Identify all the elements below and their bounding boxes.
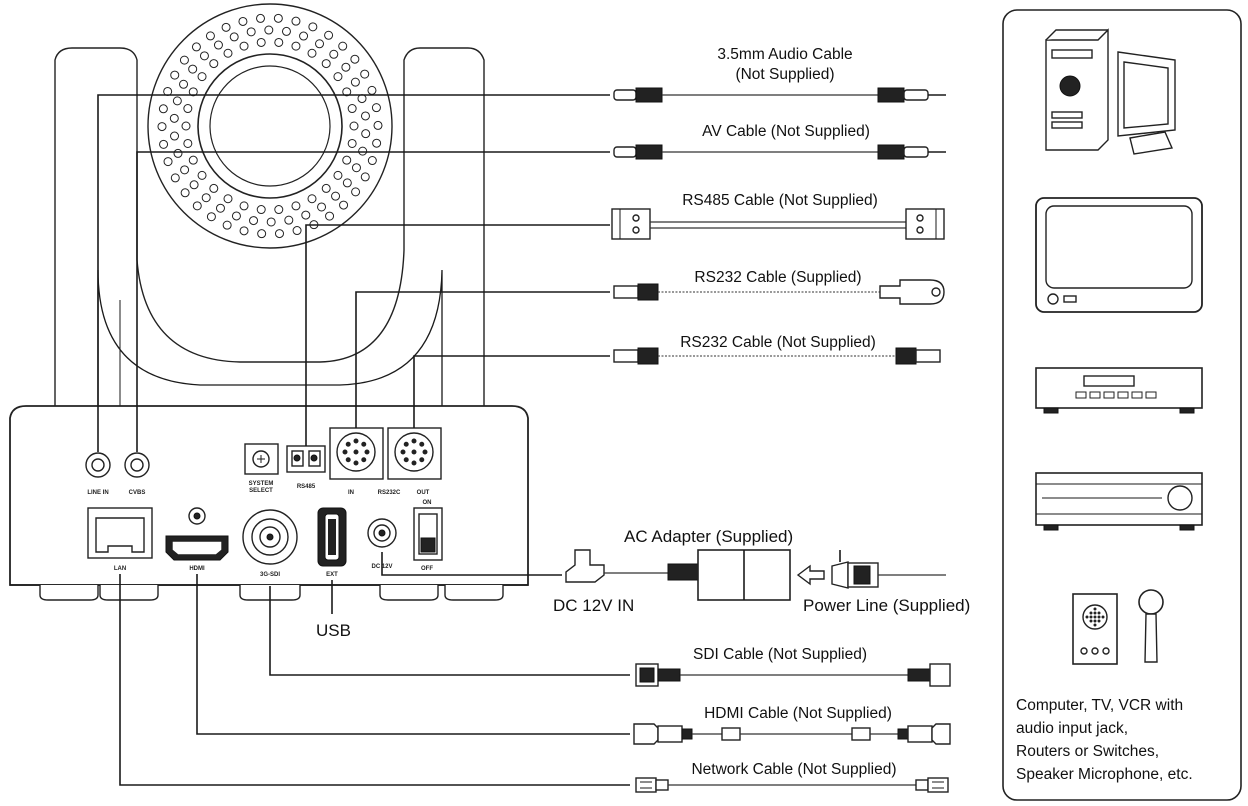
label-switch-off: OFF — [421, 566, 433, 572]
av-cable-label: AV Cable (Not Supplied) — [702, 123, 870, 140]
cable-network: Network Cable (Not Supplied) — [635, 761, 949, 793]
sdi-cable-label: SDI Cable (Not Supplied) — [693, 646, 867, 663]
vcr-icon — [1035, 367, 1203, 414]
label-switch-on: ON — [423, 500, 432, 506]
audio-cable-label-1: 3.5mm Audio Cable — [717, 46, 852, 63]
label-cvbs: CVBS — [129, 490, 146, 496]
cable-audio: 3.5mm Audio Cable (Not Supplied) — [613, 46, 946, 103]
cable-rs232-in: RS232 Cable (Supplied) — [613, 269, 945, 305]
rs485-cable-label: RS485 Cable (Not Supplied) — [682, 192, 878, 209]
usb-label: USB — [316, 621, 351, 640]
label-rs485: RS485 — [297, 484, 316, 490]
label-sdi: 3G-SDI — [260, 572, 280, 578]
label-hdmi: HDMI — [189, 566, 205, 572]
devices-caption-3: Routers or Switches, — [1016, 743, 1159, 760]
label-system-select-1: SYSTEM — [249, 481, 274, 487]
rs232-out-cable-label: RS232 Cable (Not Supplied) — [680, 334, 876, 351]
dc-12v-in-label: DC 12V IN — [553, 596, 634, 615]
computer-icon — [1045, 28, 1176, 155]
camera-head — [147, 3, 393, 249]
cable-sdi: SDI Cable (Not Supplied) — [635, 646, 951, 687]
devices-caption-1: Computer, TV, VCR with — [1016, 697, 1183, 714]
cable-rs485: RS485 Cable (Not Supplied) — [611, 192, 945, 240]
label-lan: LAN — [114, 566, 126, 572]
microphone-icon — [1138, 589, 1164, 663]
label-rs232c: RS232C — [378, 490, 401, 496]
cable-rs232-out: RS232 Cable (Not Supplied) — [613, 334, 941, 365]
cable-av: AV Cable (Not Supplied) — [613, 123, 946, 160]
devices-caption-2: audio input jack, — [1016, 720, 1128, 737]
devices-caption-4: Speaker Microphone, etc. — [1016, 766, 1193, 783]
hdmi-cable-label: HDMI Cable (Not Supplied) — [704, 705, 892, 722]
network-cable-label: Network Cable (Not Supplied) — [691, 761, 896, 778]
label-line-in: LINE IN — [87, 490, 108, 496]
ac-adapter-label: AC Adapter (Supplied) — [624, 527, 793, 546]
label-rs232-out: OUT — [417, 490, 430, 496]
power-line-label: Power Line (Supplied) — [803, 596, 970, 615]
router-icon — [1035, 472, 1203, 531]
speaker-icon — [1072, 593, 1118, 665]
power-section: AC Adapter (Supplied) DC 12V IN Power Li… — [553, 527, 970, 615]
panel-connectors: LINE IN CVBS SYSTEM SELECT RS485 IN RS23… — [85, 427, 443, 578]
tv-icon — [1035, 197, 1203, 313]
camera-base-panel — [9, 405, 529, 601]
speaker-grille — [157, 13, 383, 239]
label-rs232-in: IN — [348, 490, 354, 496]
audio-cable-label-2: (Not Supplied) — [735, 66, 834, 83]
devices-panel: Computer, TV, VCR with audio input jack,… — [1002, 9, 1242, 801]
connection-lines — [97, 94, 630, 786]
rs232-in-cable-label: RS232 Cable (Supplied) — [694, 269, 861, 286]
label-system-select-2: SELECT — [249, 488, 273, 494]
cable-hdmi: HDMI Cable (Not Supplied) — [633, 705, 951, 745]
label-ext: EXT — [326, 572, 338, 578]
